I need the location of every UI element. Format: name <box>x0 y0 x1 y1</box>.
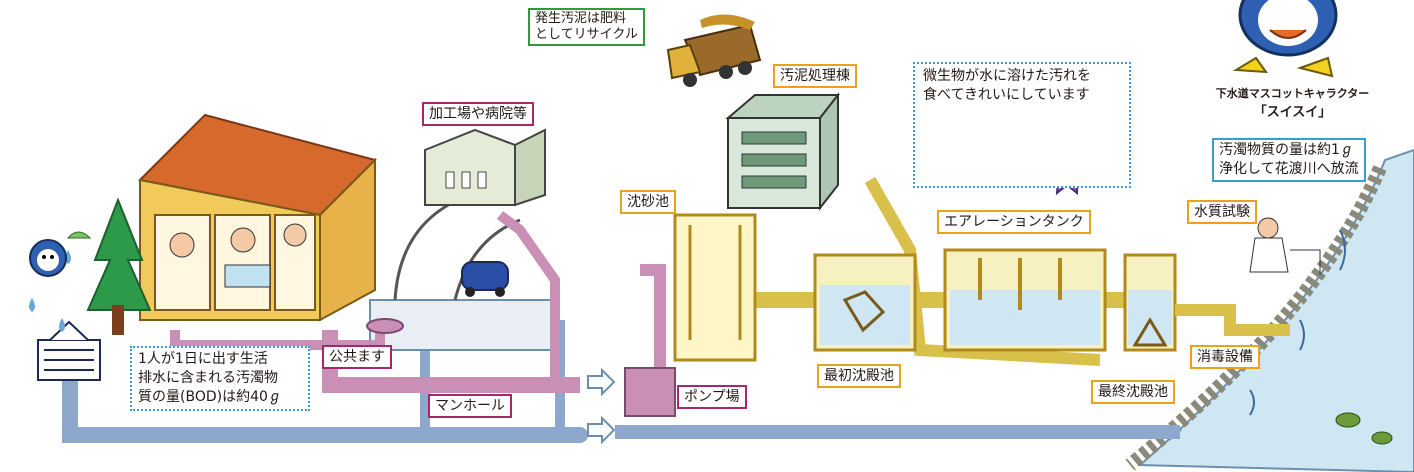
aeration-tank <box>943 248 1107 352</box>
final-settling-label: 最終沈殿池 <box>1091 380 1175 404</box>
fish <box>1335 412 1393 445</box>
public-basin-label: 公共ます <box>322 345 392 369</box>
final-settling-tank <box>1123 253 1177 352</box>
sludge-recycle-label: 発生汚泥は肥料 としてリサイクル <box>528 8 645 46</box>
dump-truck <box>666 14 762 87</box>
storm-drain <box>37 320 101 381</box>
house-sewage-pipe <box>170 320 385 350</box>
purified-label: 汚濁物質の量は約1ℊ 浄化して花渡川へ放流 <box>1212 138 1366 182</box>
mascot-large <box>1232 0 1338 78</box>
grit-chamber <box>673 213 757 362</box>
mascot-small <box>29 231 92 277</box>
sludge-building <box>725 92 841 211</box>
manhole-label: マンホール <box>428 394 512 418</box>
grit-chamber-label: 沈砂池 <box>620 190 676 214</box>
primary-settling-tank <box>813 253 917 352</box>
river-flow-lines <box>1249 229 1346 416</box>
flow-arrows <box>587 367 616 445</box>
microbes-label: 微生物が水に溶けた汚れを 食べてきれいにしています <box>913 62 1131 188</box>
factory-pipe <box>497 211 560 385</box>
rainwater-pipe <box>62 372 588 443</box>
tree <box>86 197 152 335</box>
water-test-label: 水質試験 <box>1187 200 1257 224</box>
public-basin-cap <box>366 318 404 334</box>
bod-note-label: 1人が1日に出す生活 排水に含まれる汚濁物 質の量(BOD)は約40ℊ <box>130 346 310 411</box>
mascot-caption: 下水道マスコットキャラクター 「スイスイ」 <box>1215 87 1370 120</box>
water-tester <box>1249 217 1321 275</box>
sludge-building-label: 汚泥処理棟 <box>773 64 857 88</box>
pump-station-label: ポンプ場 <box>677 385 747 409</box>
factory-label: 加工場や病院等 <box>422 102 534 126</box>
pump-station <box>624 367 676 417</box>
car <box>461 261 509 297</box>
aeration-tank-label: エアレーションタンク <box>937 210 1091 234</box>
primary-settling-label: 最初沈殿池 <box>817 364 901 388</box>
outfall-pipe <box>1175 304 1290 336</box>
disinfection-label: 消毒設備 <box>1190 345 1260 369</box>
house <box>137 113 377 322</box>
factory-building <box>424 128 546 207</box>
river-bank <box>1125 165 1387 471</box>
